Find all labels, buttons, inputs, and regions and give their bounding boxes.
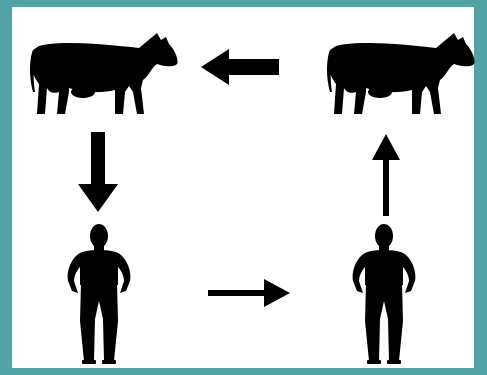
arrow-down-thick [78, 132, 118, 212]
person-bottom-left-icon [64, 223, 134, 365]
cow-top-right-icon [326, 30, 476, 118]
arrow-up-thin [372, 134, 400, 216]
arrow-left-thick [201, 49, 285, 85]
diagram-panel [12, 7, 474, 368]
cow-top-left-icon [29, 30, 179, 118]
person-bottom-right-icon [349, 223, 419, 365]
arrow-right-thin [208, 279, 290, 307]
